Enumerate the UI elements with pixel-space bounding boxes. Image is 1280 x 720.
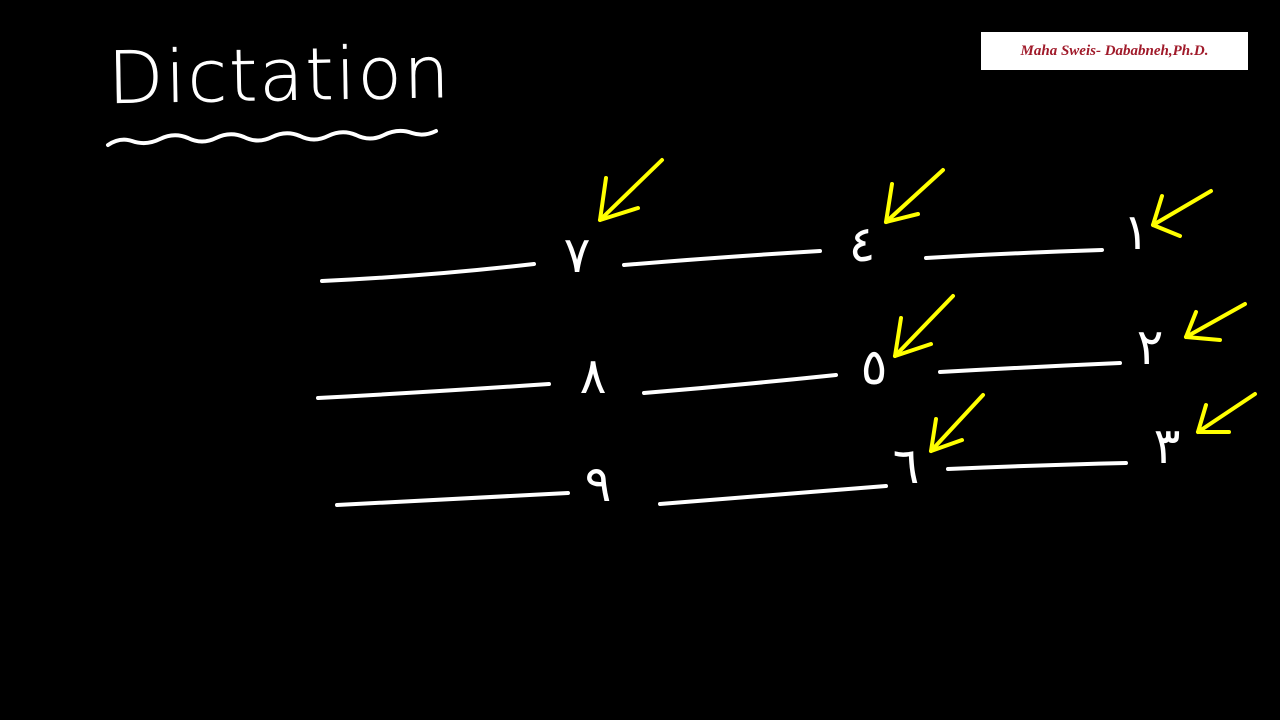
blank-line-row3-middle <box>658 484 888 506</box>
blank-line-row3-left <box>335 491 570 507</box>
arrow-icon <box>1196 392 1257 434</box>
arrow-icon <box>1184 302 1247 342</box>
arrow-icon <box>893 294 955 358</box>
blank-line-row2-left <box>316 382 551 400</box>
numeral-eight: ٨ <box>579 347 607 405</box>
arrow-icon <box>884 168 945 224</box>
author-watermark: Maha Sweis- Dababneh,Ph.D. <box>981 32 1248 70</box>
title-underline-squiggle <box>106 128 438 147</box>
numeral-five: ٥ <box>860 338 888 396</box>
blank-line-row1-middle <box>622 249 822 267</box>
numeral-nine: ٩ <box>584 455 612 513</box>
blank-line-row1-right <box>924 248 1104 260</box>
numeral-two: ٢ <box>1136 318 1164 376</box>
arrow-icon <box>929 393 985 453</box>
numeral-three: ٣ <box>1153 417 1181 475</box>
arrow-icon <box>1151 189 1213 238</box>
blank-line-row2-right <box>938 361 1122 374</box>
blank-line-row3-right <box>946 461 1128 471</box>
blank-line-row2-middle <box>642 373 838 395</box>
blank-line-row1-left <box>320 262 536 283</box>
numeral-six: ٦ <box>892 437 920 495</box>
arrow-icon <box>598 158 664 222</box>
numeral-seven: ٧ <box>563 226 591 284</box>
numeral-four: ٤ <box>848 215 876 273</box>
numeral-one: ١ <box>1122 203 1150 261</box>
